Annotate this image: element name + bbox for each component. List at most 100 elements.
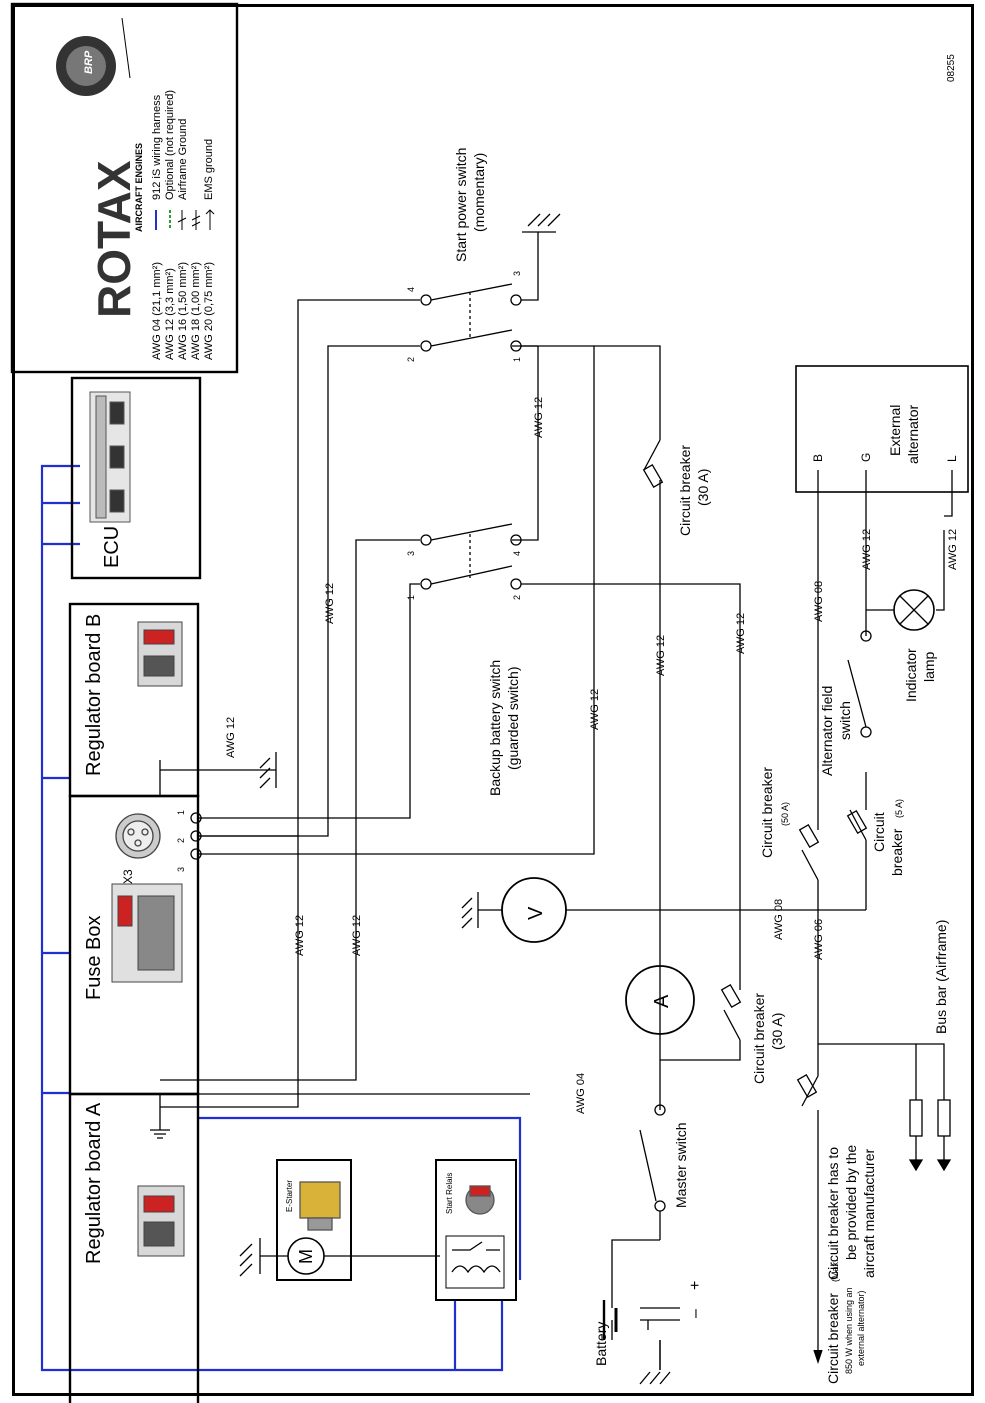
x3-pin-2: 2 (176, 838, 186, 843)
wire-label-backup-2: AWG 12 (735, 613, 747, 654)
alt-field-switch-label-2: switch (837, 701, 853, 740)
external-alternator-label-2: alternator (905, 405, 921, 464)
cb-max-1b: (Max. (830, 1260, 840, 1283)
legend-awg04: AWG 04 (21,1 mm²) (151, 262, 163, 360)
cb-max-1: Circuit breaker (825, 1293, 841, 1384)
start-power-momentary: (momentary) (471, 153, 487, 232)
bus-fuse-2 (937, 1099, 951, 1137)
voltmeter-label: V (525, 906, 547, 920)
alt-terminal-b: B (811, 454, 825, 462)
wire-label-start-2: AWG 12 (324, 583, 336, 624)
legend-optional: Optional (not required) (164, 90, 176, 200)
x3-label: X3 (121, 869, 135, 884)
starter-ground-icon (239, 1238, 261, 1277)
cb-5a-label-2: breaker (889, 828, 905, 876)
battery-plus: + (687, 1281, 704, 1290)
fuse-box-photo (111, 883, 183, 983)
cb-max-2: 850 W when using an (844, 1287, 854, 1374)
cb-5a-value: (5 A) (894, 799, 904, 818)
alt-terminal-l: L (945, 455, 959, 462)
e-starter-label: E-Starter (285, 1180, 294, 1212)
fuse-box-label: Fuse Box (83, 916, 105, 1000)
brp-logo: BRP (56, 36, 116, 96)
voltmeter-ground-icon (461, 892, 479, 929)
bus-bar-label: Bus bar (Airframe) (933, 920, 949, 1034)
brand-subtitle: AIRCRAFT ENGINES (134, 143, 144, 232)
backup-switch-guarded: (guarded switch) (505, 667, 521, 771)
page-frame (12, 4, 974, 1396)
cb-manufacturer-1: Circuit breaker has to (825, 1147, 841, 1280)
wire-label-fuse-2: AWG 12 (351, 915, 363, 956)
cb-50a-value: (50 A) (780, 802, 790, 826)
wire-label-reg-b: AWG 12 (225, 717, 237, 758)
e-starter-photo (299, 1181, 341, 1231)
x3-pin-1: 1 (176, 810, 186, 815)
regulator-board-b-label: Regulator board B (83, 614, 105, 776)
wire-label-awg06-bus: AWG 06 (813, 919, 825, 960)
legend-ems-ground: EMS ground (203, 139, 215, 200)
wire-label-alt-l: AWG 12 (947, 529, 959, 570)
alt-field-switch-label: Alternator field (819, 686, 835, 776)
regulator-board-b-photo (137, 621, 183, 687)
wire-label-x3-3: AWG 12 (589, 689, 601, 730)
title-block (10, 2, 239, 374)
backup-pin-3: 3 (406, 551, 416, 556)
wire-label-awg04: AWG 04 (575, 1073, 587, 1114)
ecu-icon (89, 391, 131, 523)
battery-minus: – (687, 1309, 704, 1318)
motor-label: M (296, 1249, 316, 1264)
start-pin-2: 2 (406, 357, 416, 362)
start-switch-ground-icon (522, 213, 561, 233)
cb-max-3: external alternator) (856, 1290, 866, 1366)
backup-pin-2: 2 (512, 595, 522, 600)
cb-5a-label-1: Circuit (871, 812, 887, 852)
backup-pin-4: 4 (512, 551, 522, 556)
start-pin-3: 3 (512, 271, 522, 276)
wire-label-awg08-bus: AWG 08 (773, 899, 785, 940)
start-power-label: Start power switch (453, 148, 469, 262)
wire-label-main: AWG 12 (655, 635, 667, 676)
brp-badge: BRP (83, 50, 95, 74)
legend-awg12: AWG 12 (3,3 mm²) (164, 268, 176, 360)
regulator-b-ground-icon (259, 752, 277, 789)
wire-label-alt-g: AWG 12 (861, 529, 873, 570)
cb-30a-top-label: Circuit breaker (677, 445, 693, 536)
start-pin-1: 1 (512, 357, 522, 362)
master-switch-label: Master switch (673, 1122, 689, 1208)
legend-awg20: AWG 20 (0,75 mm²) (203, 262, 215, 360)
regulator-board-a-box (68, 1092, 200, 1403)
backup-pin-1: 1 (406, 595, 416, 600)
external-alternator-box (795, 365, 969, 493)
wire-label-fuse-1: AWG 12 (294, 915, 306, 956)
cb-50a-label: Circuit breaker (759, 767, 775, 858)
start-relais-box (435, 1159, 517, 1301)
wire-label-start-1: AWG 12 (533, 397, 545, 438)
ecu-label: ECU (101, 526, 123, 568)
cb-manufacturer-3: aircraft manufacturer (861, 1149, 877, 1278)
ecu-box (70, 376, 202, 580)
wire-label-alt-b: AWG 08 (813, 581, 825, 622)
legend-harness: 912 iS wiring harness (151, 94, 163, 200)
alt-terminal-g: G (859, 453, 873, 462)
brand-name: ROTAX (88, 160, 140, 318)
start-relais-label: Start Relais (445, 1173, 454, 1214)
backup-switch-label: Backup battery switch (487, 660, 503, 796)
regulator-board-a-photo (137, 1185, 185, 1257)
cb-30a-top-value: (30 A) (695, 469, 711, 506)
regulator-a-ground-icon (150, 1094, 170, 1139)
legend-awg18: AWG 18 (1,00 mm²) (190, 262, 202, 360)
external-alternator-label: External (887, 405, 903, 456)
regulator-board-a-label: Regulator board A (83, 1102, 105, 1264)
cb-30a-bottom-value: (30 A) (769, 1013, 785, 1050)
ammeter-label: A (651, 994, 673, 1008)
legend-airframe-ground: Airframe Ground (177, 119, 189, 200)
legend-awg16: AWG 16 (1,50 mm²) (177, 262, 189, 360)
x3-connector-icon (115, 813, 161, 859)
document-reference-number: 08255 (946, 54, 957, 82)
x3-pin-3: 3 (176, 867, 186, 872)
indicator-lamp-label: Indicator (903, 648, 919, 702)
harness-wires (40, 464, 522, 1372)
start-relais-photo (465, 1185, 495, 1215)
indicator-lamp-label-2: lamp (921, 651, 937, 682)
